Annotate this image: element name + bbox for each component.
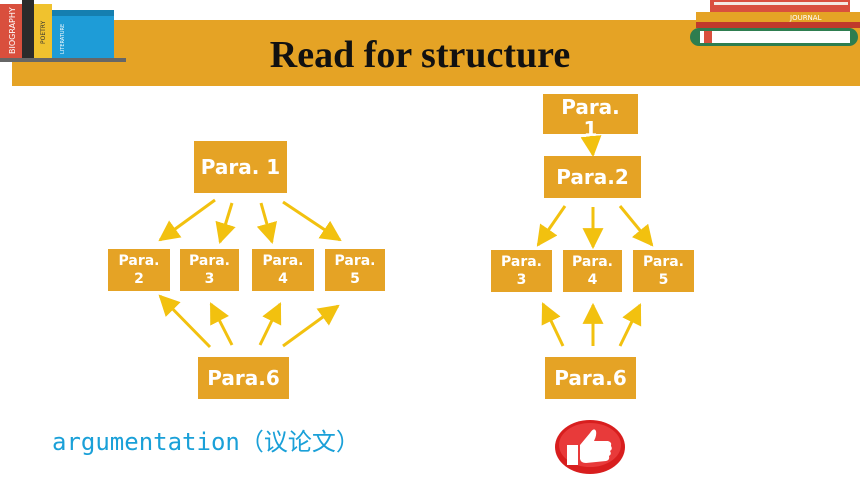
right-para1-label: Para. [561, 95, 620, 119]
left-para2-label: Para. [118, 253, 160, 269]
left-para4-label: Para. [262, 253, 304, 269]
right-para5-label: Para. [642, 254, 684, 270]
svg-text:LITERATURE: LITERATURE [60, 24, 66, 54]
right-para5-box: Para. 5 [633, 250, 694, 292]
right-para3-label: Para. [500, 254, 542, 270]
left-para5-number: 5 [350, 271, 360, 287]
left-para6-box: Para.6 [198, 357, 289, 399]
svg-text:POETRY: POETRY [40, 20, 47, 44]
left-para3-box: Para. 3 [180, 249, 239, 291]
right-para2-box: Para.2 [544, 156, 641, 198]
left-para2-number: 2 [134, 271, 144, 287]
right-para1-number: 1 [583, 117, 598, 134]
right-para4-box: Para. 4 [563, 250, 622, 292]
arrow-p6-p3 [209, 302, 234, 346]
right-para3-box: Para. 3 [491, 250, 552, 292]
arrow-r-p2-p3 [536, 205, 567, 247]
right-para4-number: 4 [587, 272, 598, 288]
books-right-icon: JOURNAL [690, 0, 860, 46]
left-para1-box: Para. 1 [194, 141, 287, 193]
left-para3-label: Para. [188, 253, 230, 269]
arrow-p6-p5 [282, 304, 340, 348]
page-title: Read for structure [269, 34, 571, 76]
arrow-p1-p4 [256, 202, 277, 245]
right-para1-box: Para.1 [543, 94, 638, 134]
arrow-p1-p3 [215, 202, 236, 245]
arrow-r-p1-p2 [580, 135, 602, 158]
arrow-r-p6-p3 [541, 302, 565, 347]
arrow-p6-p4 [258, 302, 282, 346]
thumbs-up-icon [555, 420, 625, 474]
right-para3-number: 3 [516, 272, 527, 288]
arrow-r-p2-p5 [618, 205, 654, 247]
arrow-p1-p5 [282, 200, 342, 242]
svg-text:JOURNAL: JOURNAL [789, 14, 822, 22]
left-para5-label: Para. [334, 253, 376, 269]
arrow-r-p6-p5 [618, 303, 642, 347]
arrow-p6-p2 [158, 294, 212, 349]
left-para3-number: 3 [204, 271, 215, 287]
right-para5-number: 5 [658, 272, 669, 288]
books-left-icon: BIOGRAPHY POETRY LITERATURE [0, 0, 126, 62]
right-para4-label: Para. [571, 254, 613, 270]
genre-caption: argumentation（议论文） [52, 428, 360, 456]
left-para4-number: 4 [278, 271, 288, 287]
left-para4-box: Para. 4 [252, 249, 314, 291]
right-para6-box: Para.6 [545, 357, 636, 399]
svg-text:BIOGRAPHY: BIOGRAPHY [8, 7, 17, 54]
arrow-p1-p2 [158, 198, 216, 242]
left-para2-box: Para. 2 [108, 249, 170, 291]
left-para5-box: Para. 5 [325, 249, 385, 291]
